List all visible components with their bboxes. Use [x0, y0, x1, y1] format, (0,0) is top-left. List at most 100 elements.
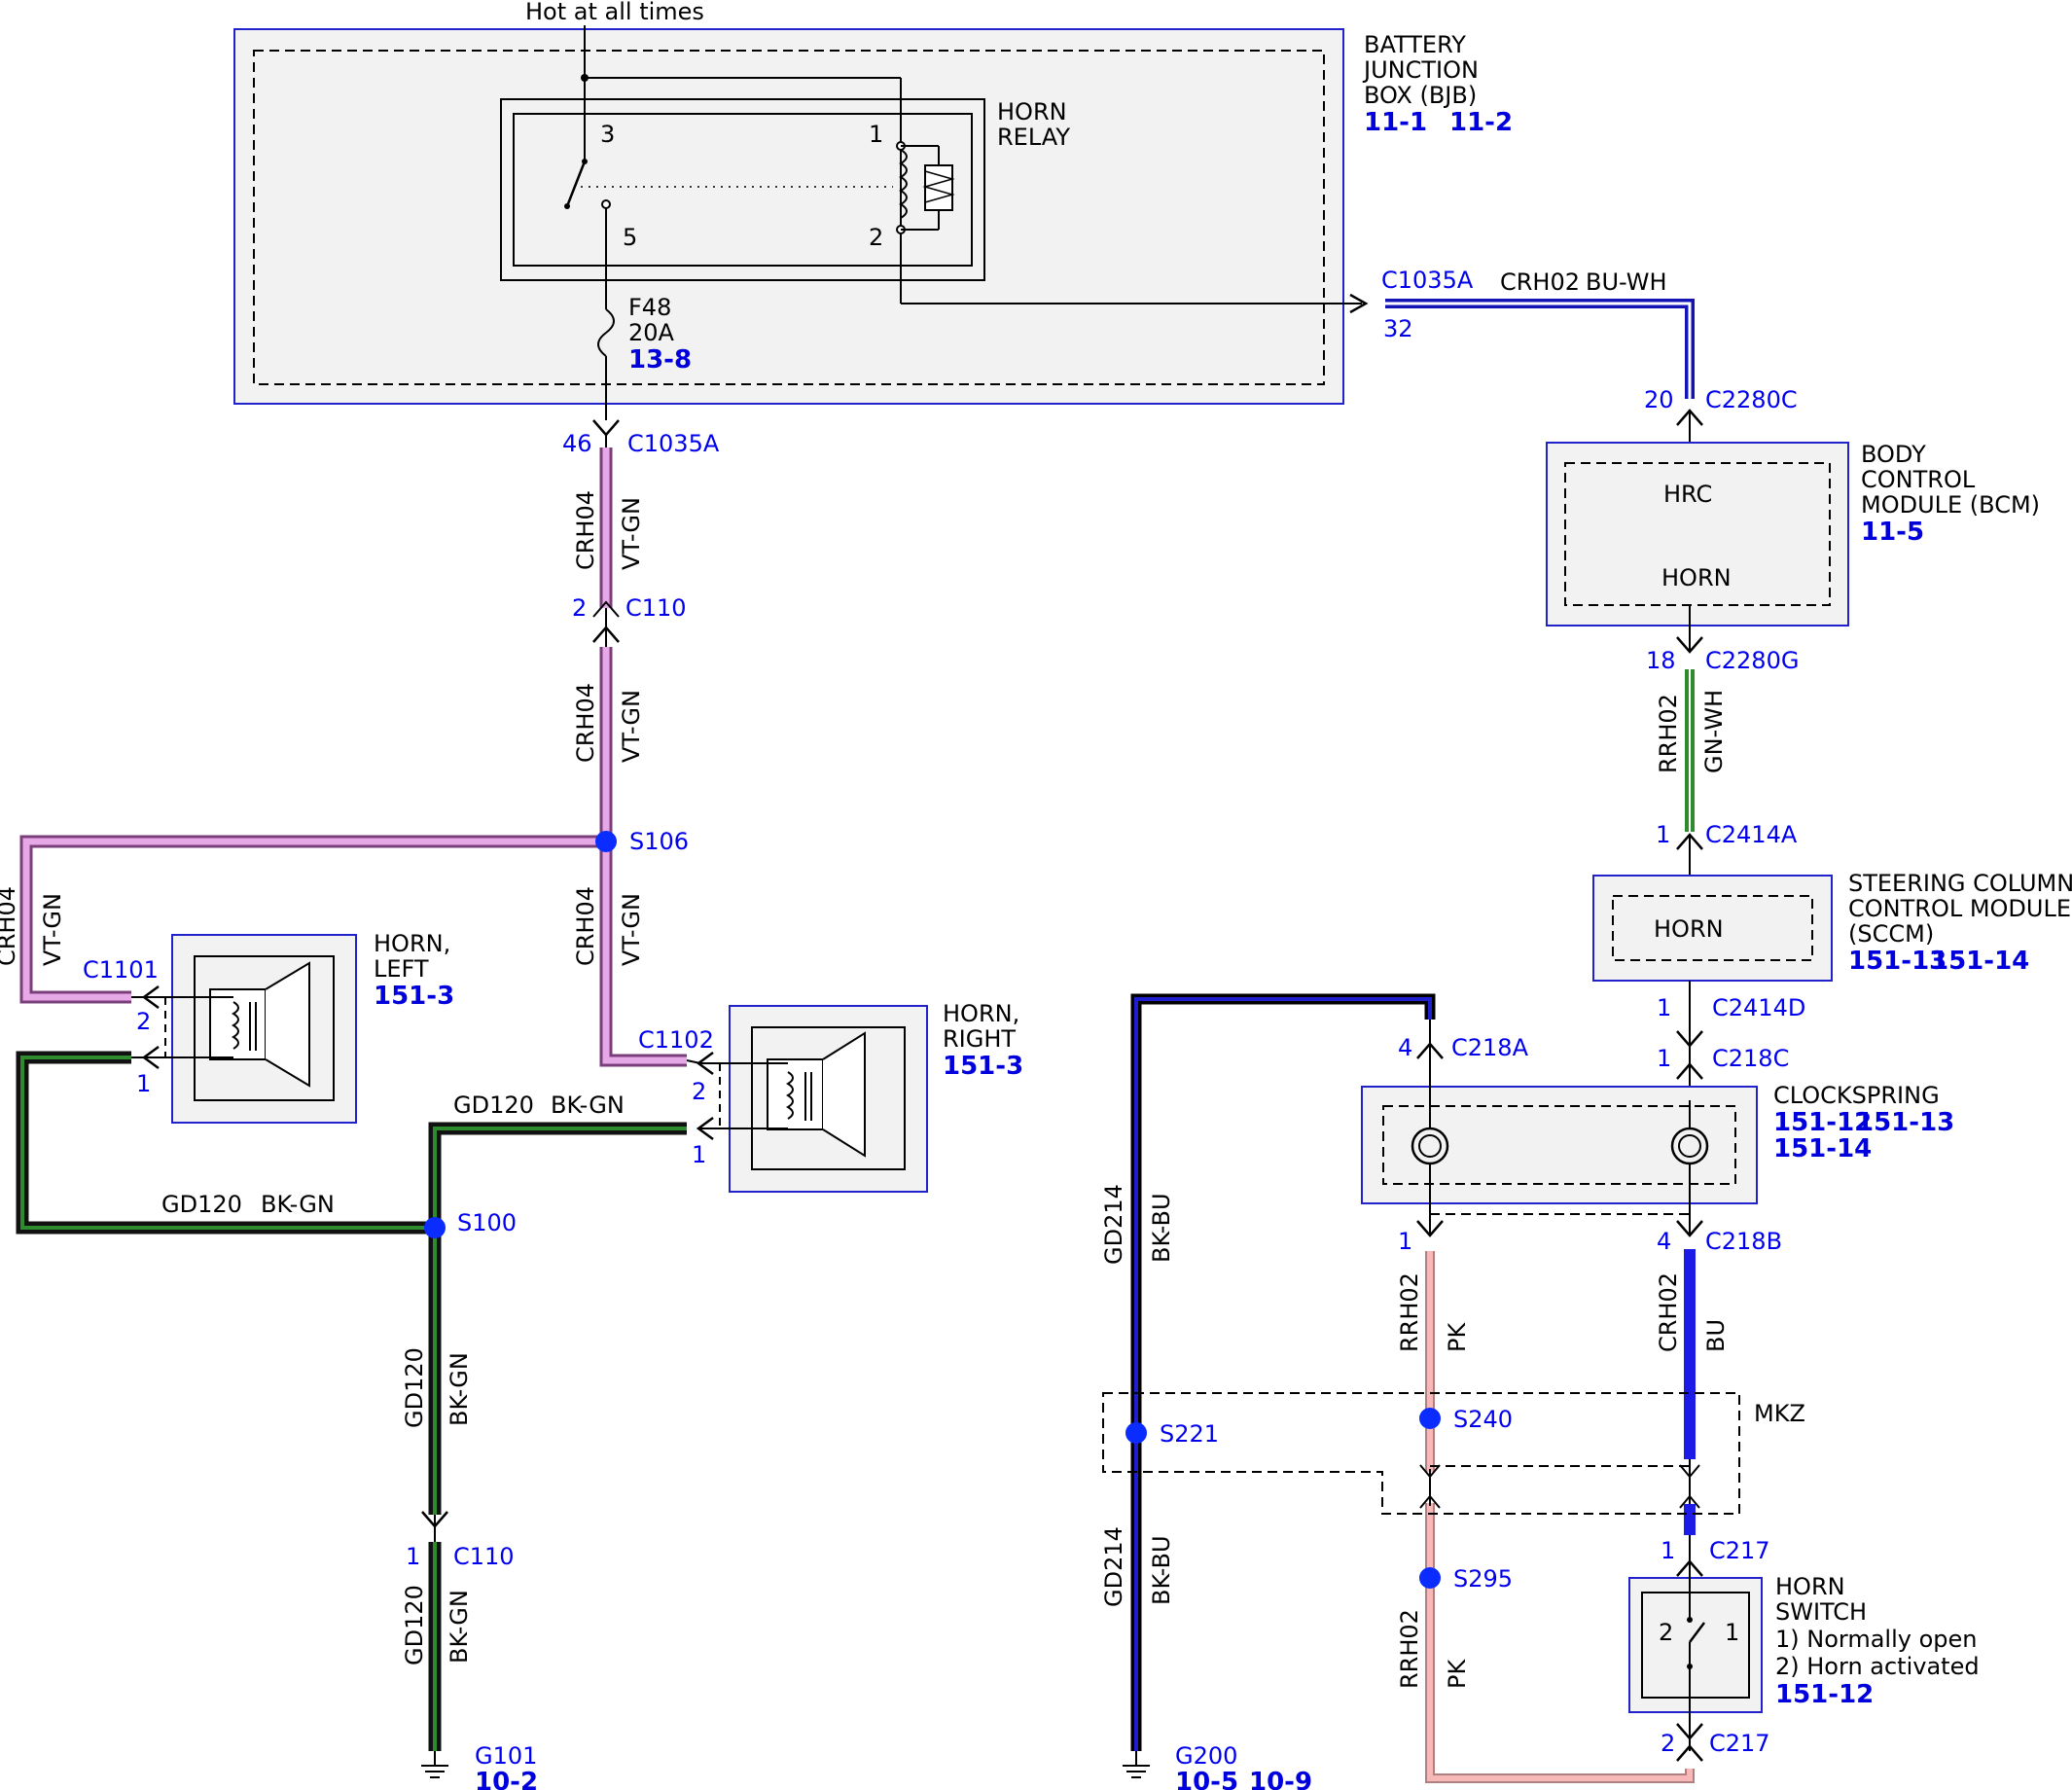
- relay-pin-2: 2: [869, 224, 883, 251]
- sccm-ref-2[interactable]: 151-14: [1931, 947, 2029, 976]
- bjb-ref-1[interactable]: 11-1: [1364, 108, 1427, 137]
- c2280g-pin: 18: [1646, 647, 1676, 674]
- hot-label: Hot at all times: [525, 0, 704, 25]
- c218c-arrow: [1676, 1062, 1703, 1080]
- ground-g200-ref-2[interactable]: 10-9: [1249, 1768, 1312, 1790]
- horn-switch-ref[interactable]: 151-12: [1775, 1680, 1874, 1709]
- c217-bottom-arrow: [1676, 1723, 1703, 1740]
- horn-switch-pin-1: 1: [1725, 1619, 1739, 1646]
- c218a-name: C218A: [1451, 1034, 1529, 1061]
- relay-switch-arm: [565, 161, 587, 207]
- clockspring-ref-2[interactable]: 151-13: [1856, 1108, 1954, 1137]
- c2280c-pin: 20: [1644, 386, 1674, 413]
- c218b-pin-1: 1: [1398, 1228, 1412, 1255]
- clockspring-title: CLOCKSPRING: [1773, 1082, 1940, 1109]
- horn-switch: 2 1 HORN SWITCH 1) Normally open 2) Horn…: [1628, 1573, 1980, 1751]
- c2414d-pin: 1: [1657, 994, 1671, 1021]
- wire-gd120-low-circuit: GD120: [401, 1585, 428, 1665]
- c2414d-name: C2414D: [1712, 994, 1805, 1021]
- c1035a-pin-32: 32: [1383, 315, 1413, 342]
- wire-gd214-b-color: BK-BU: [1148, 1535, 1175, 1605]
- wire-rrh02-pk-a-color: PK: [1444, 1322, 1471, 1352]
- horn-switch-pin-2: 2: [1659, 1619, 1673, 1646]
- steering-column-control-module: HORN STEERING COLUMN CONTROL MODULE (SCC…: [1592, 870, 2072, 982]
- wire-gd214-a-circuit: GD214: [1100, 1184, 1127, 1265]
- c218b-pin-4: 4: [1657, 1228, 1671, 1255]
- c1035a-pin-46: 46: [562, 430, 592, 457]
- bcm-title-1: BODY: [1861, 441, 1926, 468]
- bcm-title-3: MODULE (BCM): [1861, 491, 2040, 519]
- bjb-ref-2[interactable]: 11-2: [1449, 108, 1513, 137]
- sccm-title-2: CONTROL MODULE: [1848, 895, 2071, 922]
- bcm-title-2: CONTROL: [1861, 466, 1976, 493]
- splice-s106[interactable]: [595, 831, 617, 852]
- horn-left-icon: [209, 988, 267, 1060]
- horn-left-title-2: LEFT: [374, 955, 429, 983]
- c217-pin-1: 1: [1661, 1537, 1675, 1564]
- bjb-title-2: JUNCTION: [1362, 56, 1479, 84]
- wire-crh02-bu-circuit: CRH02: [1655, 1272, 1682, 1352]
- mkz-region: [1102, 1392, 1740, 1515]
- splice-s100-label: S100: [457, 1209, 517, 1236]
- wire-gd120-mid-color: BK-GN: [446, 1352, 473, 1426]
- ground-g101-ref[interactable]: 10-2: [475, 1768, 538, 1790]
- splice-s240[interactable]: [1419, 1408, 1441, 1429]
- clockspring-ref-3[interactable]: 151-14: [1773, 1134, 1872, 1164]
- splice-s221[interactable]: [1125, 1422, 1147, 1444]
- wire-rrh02-pk-b-color: PK: [1444, 1659, 1471, 1689]
- sccm-pin-horn: HORN: [1654, 915, 1724, 943]
- wire-gd120-low-color: BK-GN: [446, 1590, 473, 1664]
- splice-s240-label: S240: [1453, 1406, 1513, 1433]
- splice-s100[interactable]: [424, 1217, 446, 1238]
- c1035a-name-top: C1035A: [1381, 267, 1474, 294]
- c218c-name: C218C: [1712, 1045, 1789, 1072]
- horn-left-title-1: HORN,: [374, 930, 450, 957]
- c1035a-name-46: C1035A: [627, 430, 720, 457]
- c2414a-pin: 1: [1656, 821, 1670, 848]
- horn-switch-title-1: HORN: [1775, 1573, 1845, 1600]
- c2280g-arrow: [1676, 636, 1703, 654]
- horn-switch-note-1: 1) Normally open: [1775, 1626, 1978, 1653]
- horn-right: HORN, RIGHT 151-3: [700, 1000, 1023, 1193]
- clockspring-ref-1[interactable]: 151-12: [1773, 1108, 1872, 1137]
- horn-switch-title-2: SWITCH: [1775, 1598, 1867, 1626]
- c217-top-arrow: [1676, 1559, 1703, 1577]
- sccm-ref-1[interactable]: 151-13: [1848, 947, 1947, 976]
- wire-rrh02-pk-b-circuit: RRH02: [1396, 1609, 1423, 1689]
- bcm-pin-hrc: HRC: [1663, 481, 1712, 508]
- c1035a-arrow: [1349, 293, 1369, 314]
- horn-left: HORN, LEFT 151-3: [146, 930, 454, 1124]
- splice-s295-label: S295: [1453, 1565, 1513, 1593]
- bcm-ref[interactable]: 11-5: [1861, 518, 1924, 547]
- wire-crh04-a-color: VT-GN: [618, 497, 645, 570]
- c217-pin-2: 2: [1661, 1730, 1675, 1757]
- horn-right-ref[interactable]: 151-3: [943, 1052, 1023, 1081]
- c110-bottom-arrow: [421, 1511, 448, 1528]
- wire-crh04-b-color: VT-GN: [618, 690, 645, 763]
- ground-g200-ref-1[interactable]: 10-5: [1175, 1768, 1238, 1790]
- ground-g200-name: G200: [1175, 1742, 1237, 1770]
- wire-crh02-color: BU-WH: [1586, 268, 1667, 296]
- relay-pin-1: 1: [869, 121, 883, 148]
- battery-junction-box: BATTERY JUNCTION BOX (BJB) 11-1 11-2: [233, 28, 1513, 405]
- wire-gd120-left-circuit: GD120: [161, 1191, 242, 1218]
- wire-crh02-bu-color: BU: [1702, 1319, 1730, 1352]
- mkz-label: MKZ: [1754, 1400, 1805, 1427]
- splice-s295[interactable]: [1419, 1567, 1441, 1589]
- relay-pin-3: 3: [600, 121, 615, 148]
- fuse-ref[interactable]: 13-8: [628, 345, 692, 375]
- wire-gd120-bk-gn: [16, 1051, 687, 1751]
- wire-crh02-bu-wh: [1385, 299, 1695, 399]
- horn-left-ref[interactable]: 151-3: [374, 982, 454, 1011]
- c1101-pin-2: 2: [136, 1008, 151, 1035]
- wire-crh04-c-color: VT-GN: [618, 893, 645, 966]
- c110-name-top: C110: [625, 594, 687, 622]
- fuse-f48: F48 20A 13-8: [597, 208, 692, 420]
- fuse-icon: [597, 308, 615, 357]
- ground-g101: G101 10-2: [421, 1742, 538, 1790]
- c218b-arrow-right: [1676, 1220, 1703, 1237]
- c110-name-bottom: C110: [453, 1543, 515, 1570]
- c1101-pin-1: 1: [136, 1070, 151, 1097]
- ground-g200: G200 10-5 10-9: [1123, 1742, 1312, 1790]
